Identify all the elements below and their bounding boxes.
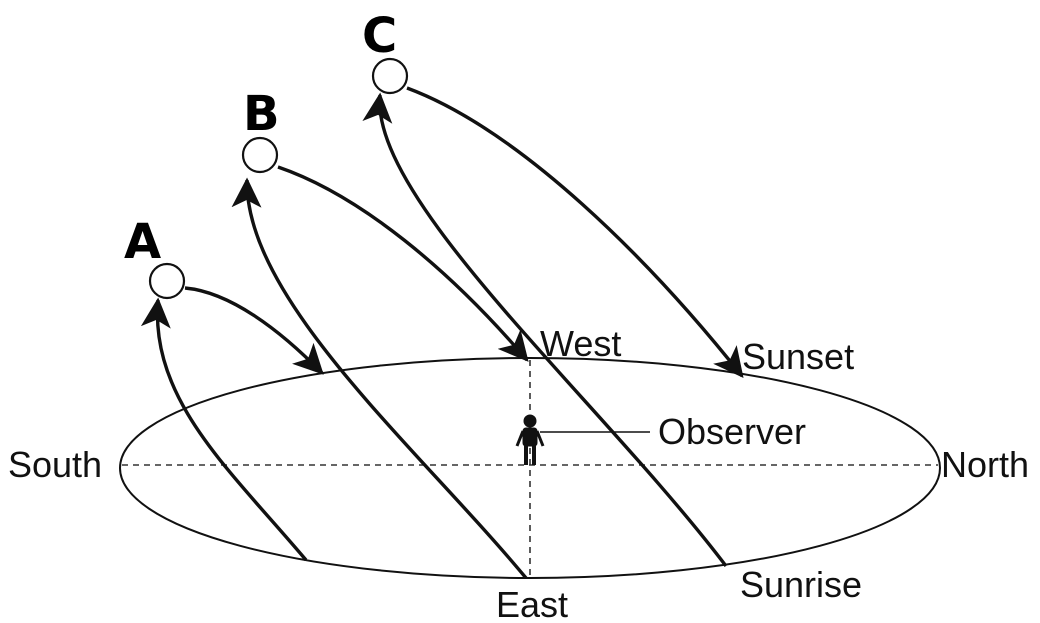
sun-path-b xyxy=(231,136,529,580)
path-c-label: C xyxy=(362,8,397,64)
path-b-rising-arrow xyxy=(231,177,528,580)
path-a-setting-arrow xyxy=(184,286,324,375)
sun-path-a xyxy=(140,262,324,562)
south-label: South xyxy=(8,444,102,485)
sun-path-c xyxy=(362,57,744,568)
north-label: North xyxy=(941,444,1029,485)
path-c-setting-arrow xyxy=(406,86,744,378)
horizon-ellipse xyxy=(119,357,941,579)
observer-figure-icon xyxy=(515,414,545,465)
sunset-label: Sunset xyxy=(742,336,854,377)
sun-b-icon xyxy=(241,136,279,174)
sunrise-label: Sunrise xyxy=(740,564,862,605)
east-label: East xyxy=(496,584,568,623)
path-c-rising-arrow xyxy=(362,92,728,568)
sun-a-icon xyxy=(148,262,186,300)
path-a-label: A xyxy=(124,214,161,270)
observer-label: Observer xyxy=(658,411,806,452)
west-label: West xyxy=(540,323,621,364)
path-b-setting-arrow xyxy=(277,165,529,362)
path-b-label: B xyxy=(243,86,280,142)
path-a-rising-arrow xyxy=(140,297,308,562)
sun-c-icon xyxy=(371,57,409,95)
